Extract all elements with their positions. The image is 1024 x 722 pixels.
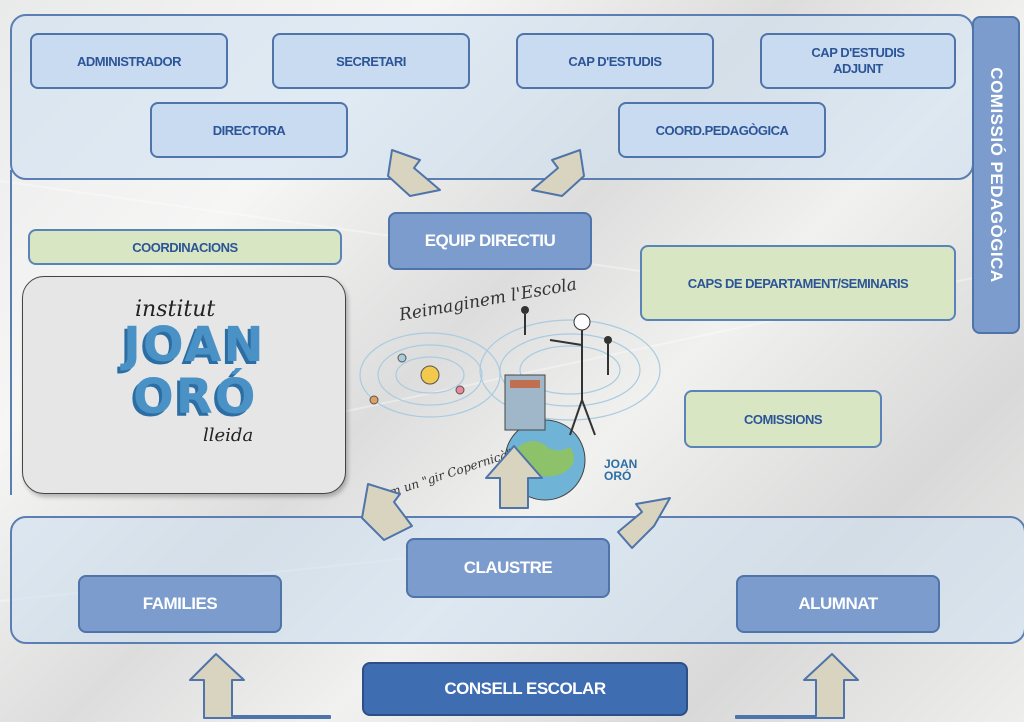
box-consell-escolar[interactable]: CONSELL ESCOLAR bbox=[362, 662, 688, 716]
box-equip-directiu[interactable]: EQUIP DIRECTIU bbox=[388, 212, 592, 270]
box-families[interactable]: FAMILIES bbox=[78, 575, 282, 633]
left-border-line bbox=[10, 170, 12, 495]
box-coord-pedagogica[interactable]: COORD.PEDAGÒGICA bbox=[618, 102, 826, 158]
box-cap-estudis[interactable]: CAP D'ESTUDIS bbox=[516, 33, 714, 89]
logo-lleida-text: lleida bbox=[203, 425, 254, 446]
box-cap-estudis-adjunt[interactable]: CAP D'ESTUDIS ADJUNT bbox=[760, 33, 956, 89]
box-claustre[interactable]: CLAUSTRE bbox=[406, 538, 610, 598]
logo-joan-text: JOAN bbox=[123, 317, 266, 373]
arrow-claustre-right-icon bbox=[617, 497, 671, 549]
mini-logo-line2: ORÓ bbox=[604, 469, 632, 483]
arrow-center-up-icon bbox=[485, 445, 543, 509]
arrow-consell-alumnat-icon bbox=[735, 653, 859, 719]
mini-logo-line1: JOAN bbox=[604, 457, 638, 471]
box-coordinacions[interactable]: COORDINACIONS bbox=[28, 229, 342, 265]
logo-institut-text: institut bbox=[135, 297, 216, 322]
box-alumnat[interactable]: ALUMNAT bbox=[736, 575, 940, 633]
institut-joan-oro-logo: institut JOAN ORÓ lleida bbox=[22, 276, 346, 494]
box-directora[interactable]: DIRECTORA bbox=[150, 102, 348, 158]
arrow-claustre-left-icon bbox=[361, 483, 413, 541]
arrow-to-directora-icon bbox=[387, 149, 441, 197]
box-comissions[interactable]: COMISSIONS bbox=[684, 390, 882, 448]
arrow-to-coord-icon bbox=[531, 149, 585, 197]
comissio-pedagogica-label[interactable]: COMISSIÓ PEDAGÒGICA bbox=[972, 16, 1020, 334]
box-administrador[interactable]: ADMINISTRADOR bbox=[30, 33, 228, 89]
arrow-consell-families-icon bbox=[189, 653, 331, 719]
logo-oro-text: ORÓ bbox=[133, 369, 258, 425]
box-caps-departament[interactable]: CAPS DE DEPARTAMENT/SEMINARIS bbox=[640, 245, 956, 321]
mini-logo: JOAN ORÓ bbox=[604, 458, 637, 482]
box-secretari[interactable]: SECRETARI bbox=[272, 33, 470, 89]
